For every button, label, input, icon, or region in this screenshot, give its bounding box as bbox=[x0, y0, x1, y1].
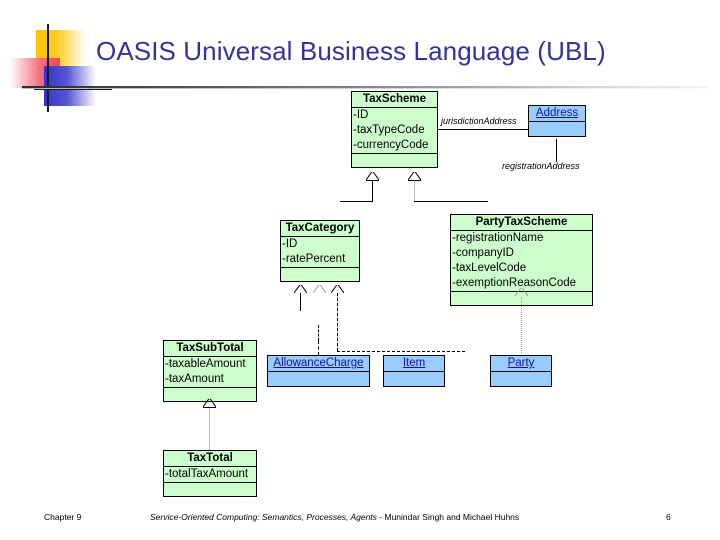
edge-allowancecharge-vert-upper bbox=[318, 325, 319, 341]
edge-taxscheme-partytaxscheme-vert bbox=[414, 181, 415, 201]
attribute: -ratePercent bbox=[282, 253, 346, 265]
attribute: -taxAmount bbox=[165, 373, 224, 385]
footer-chapter: Chapter 9 bbox=[44, 512, 82, 522]
edge-address-registration-stub bbox=[556, 139, 557, 162]
footer-authors: - Munindar Singh and Michael Huhns bbox=[376, 512, 520, 522]
edge-label-registrationaddress: registrationAddress bbox=[502, 161, 580, 171]
attribute: -companyID bbox=[452, 247, 514, 259]
footer-page-number: 6 bbox=[666, 512, 671, 522]
class-operations bbox=[268, 372, 369, 386]
edge-taxscheme-taxcategory-vert bbox=[372, 181, 373, 201]
edge-taxsubtotal-taxtotal bbox=[209, 408, 210, 450]
class-operations bbox=[384, 372, 444, 386]
class-operations bbox=[529, 122, 585, 136]
class-operations bbox=[491, 372, 551, 386]
edge-taxscheme-taxcategory-horz bbox=[340, 201, 373, 202]
class-attributes: -ID -ratePercent bbox=[281, 237, 359, 268]
class-name: PartyTaxScheme bbox=[451, 215, 592, 231]
attribute: -ID bbox=[353, 109, 369, 121]
edge-taxcategory-item-horz bbox=[337, 351, 465, 352]
class-attributes: -registrationName -companyID -taxLevelCo… bbox=[451, 231, 592, 292]
edge-taxscheme-partytaxscheme-horz bbox=[414, 201, 488, 202]
dependency-arrowhead-taxcategory-mid bbox=[313, 285, 326, 294]
class-name: AllowanceCharge bbox=[268, 356, 369, 372]
attribute: -exemptionReasonCode bbox=[452, 277, 577, 289]
attribute: -taxableAmount bbox=[165, 358, 246, 370]
uml-class-taxtotal[interactable]: TaxTotal -totalTaxAmount bbox=[163, 450, 257, 497]
aggregation-arrowhead-taxscheme-right bbox=[408, 172, 421, 181]
cross-horizontal-line-icon bbox=[34, 88, 112, 90]
attribute: -taxTypeCode bbox=[353, 124, 425, 136]
uml-class-taxsubtotal[interactable]: TaxSubTotal -taxableAmount -taxAmount bbox=[163, 340, 257, 402]
edge-label-jurisdictionaddress: jurisdictionAddress bbox=[441, 116, 517, 126]
uml-class-item[interactable]: Item bbox=[383, 355, 445, 387]
page-title: OASIS Universal Business Language (UBL) bbox=[96, 36, 606, 66]
class-name: TaxCategory bbox=[281, 221, 359, 237]
class-attributes: -ID -taxTypeCode -currencyCode bbox=[352, 108, 437, 154]
class-name: TaxScheme bbox=[352, 92, 437, 108]
aggregation-arrowhead-taxsubtotal bbox=[203, 399, 216, 408]
attribute: -registrationName bbox=[452, 232, 544, 244]
class-name: Item bbox=[384, 356, 444, 372]
edge-taxcategory-item-vert bbox=[337, 293, 338, 351]
attribute: -taxLevelCode bbox=[452, 262, 527, 274]
uml-class-party[interactable]: Party bbox=[490, 355, 552, 387]
attribute: -totalTaxAmount bbox=[165, 468, 249, 480]
cross-vertical-line-icon bbox=[47, 24, 49, 112]
title-decoration-graphic bbox=[8, 18, 112, 118]
class-name: TaxSubTotal bbox=[164, 341, 256, 357]
class-attributes: -totalTaxAmount bbox=[164, 467, 256, 483]
class-attributes: -taxableAmount -taxAmount bbox=[164, 357, 256, 388]
footer-book-title: Service-Oriented Computing: Semantics, P… bbox=[150, 512, 377, 522]
edge-partytaxscheme-party bbox=[521, 297, 522, 353]
edge-taxscheme-address bbox=[438, 129, 528, 130]
uml-class-allowancecharge[interactable]: AllowanceCharge bbox=[267, 355, 370, 387]
aggregation-arrowhead-taxscheme-left bbox=[366, 172, 379, 181]
uml-class-taxcategory[interactable]: TaxCategory -ID -ratePercent bbox=[280, 220, 360, 282]
title-divider bbox=[22, 86, 708, 88]
uml-class-taxscheme[interactable]: TaxScheme -ID -taxTypeCode -currencyCode bbox=[351, 91, 438, 168]
attribute: -ID bbox=[282, 238, 298, 250]
class-name: Address bbox=[529, 106, 585, 122]
class-operations bbox=[352, 154, 437, 167]
class-operations bbox=[164, 483, 256, 496]
title-divider-shadow bbox=[22, 88, 708, 89]
slide-footer: Chapter 9 Service-Oriented Computing: Se… bbox=[0, 512, 720, 532]
class-operations bbox=[281, 268, 359, 281]
class-name: TaxTotal bbox=[164, 451, 256, 467]
edge-allowancecharge-vert bbox=[318, 341, 319, 355]
uml-class-address[interactable]: Address bbox=[528, 105, 586, 137]
class-name: Party bbox=[491, 356, 551, 372]
dependency-arrowhead-partytaxscheme bbox=[515, 288, 528, 297]
footer-citation: Service-Oriented Computing: Semantics, P… bbox=[150, 512, 519, 522]
edge-taxcategory-taxsubtotal-vert bbox=[300, 293, 301, 311]
attribute: -currencyCode bbox=[353, 139, 429, 151]
